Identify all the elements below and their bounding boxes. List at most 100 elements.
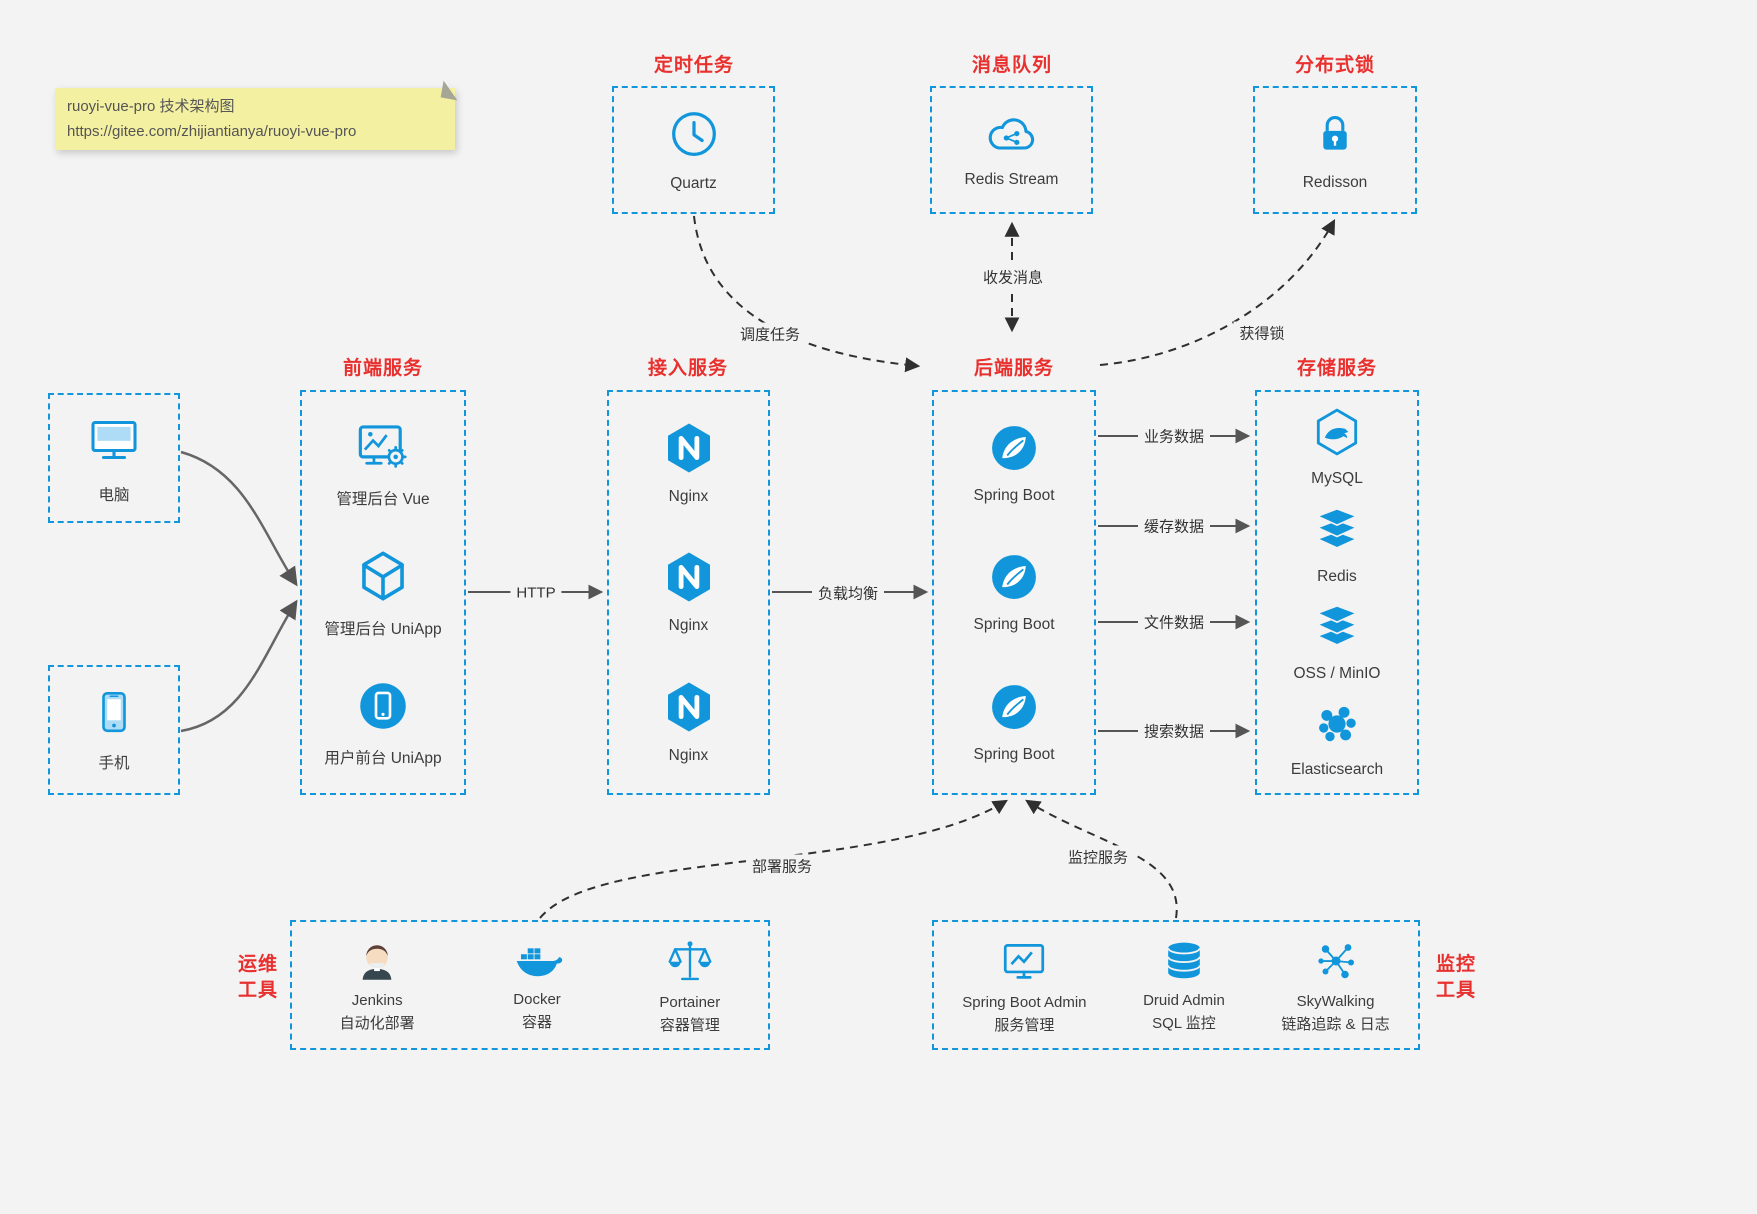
storage-item-label: Redis bbox=[1317, 567, 1357, 585]
spring-leaf-icon bbox=[987, 680, 1041, 739]
gateway-item-label: Nginx bbox=[668, 487, 709, 505]
frontend-title: 前端服务 bbox=[342, 358, 424, 379]
spring-leaf-icon bbox=[987, 421, 1041, 480]
storage-title: 存储服务 bbox=[1296, 358, 1378, 379]
edge-get-lock bbox=[1099, 219, 1336, 366]
jenkins-butler-icon bbox=[354, 938, 400, 989]
docker-whale-icon bbox=[510, 939, 564, 988]
monitoring-title-line2: 工具 bbox=[1435, 980, 1477, 1001]
frontend-admin-uniapp-node: 管理后台 UniApp bbox=[324, 547, 442, 639]
edge-label-file-data: 文件数据 bbox=[1137, 610, 1211, 634]
note-title: ruoyi-vue-pro 技术架构图 bbox=[67, 98, 235, 115]
tool-name: Druid Admin bbox=[1143, 991, 1225, 1009]
mq-item-label: Redis Stream bbox=[964, 170, 1059, 188]
tool-name: Docker bbox=[513, 990, 561, 1008]
tool-name: Spring Boot Admin bbox=[962, 993, 1087, 1011]
note-fold-corner bbox=[440, 80, 461, 101]
lock-box: Redisson bbox=[1253, 86, 1417, 214]
spring-boot-node: Spring Boot bbox=[974, 550, 1055, 634]
mysql-node: MySQL bbox=[1311, 406, 1363, 488]
storage-box: MySQL Redis bbox=[1255, 390, 1419, 795]
druid-admin-node: Druid Admin SQL 监控 bbox=[1143, 938, 1225, 1033]
backend-title: 后端服务 bbox=[973, 358, 1055, 379]
mq-title: 消息队列 bbox=[971, 55, 1053, 76]
nginx-icon bbox=[661, 679, 717, 740]
spring-boot-admin-node: Spring Boot Admin 服务管理 bbox=[962, 936, 1087, 1035]
nginx-node: Nginx bbox=[661, 420, 717, 506]
monitoring-title-line1: 监控 bbox=[1435, 954, 1477, 975]
pc-client-box: 电脑 bbox=[48, 393, 180, 523]
storage-item-label: Elasticsearch bbox=[1290, 761, 1384, 779]
edge-label-biz-data: 业务数据 bbox=[1137, 424, 1211, 448]
backend-item-label: Spring Boot bbox=[973, 616, 1055, 634]
tool-name: Portainer bbox=[659, 993, 721, 1011]
backend-box: Spring Boot Spring Boot Spring Boot bbox=[932, 390, 1096, 795]
ops-tools-box: Jenkins 自动化部署 Docker 容器 bbox=[290, 920, 770, 1050]
edge-label-message: 收发消息 bbox=[976, 265, 1050, 289]
scheduler-item-label: Quartz bbox=[670, 174, 717, 192]
oss-minio-node: OSS / MinIO bbox=[1294, 601, 1381, 683]
skywalking-node: SkyWalking 链路追踪 & 日志 bbox=[1281, 937, 1390, 1034]
jenkins-node: Jenkins 自动化部署 bbox=[340, 938, 415, 1033]
portainer-node: Portainer 容器管理 bbox=[659, 936, 720, 1035]
ops-title-line1: 运维 bbox=[237, 954, 279, 975]
storage-item-label: MySQL bbox=[1311, 469, 1363, 487]
edge-pc-frontend bbox=[180, 450, 298, 587]
ops-tools-title: 运维 工具 bbox=[238, 952, 278, 1004]
elasticsearch-cluster-icon bbox=[1312, 699, 1362, 754]
spring-boot-node: Spring Boot bbox=[974, 421, 1055, 505]
redis-stack-icon bbox=[1311, 504, 1363, 561]
edge-label-get-lock: 获得锁 bbox=[1233, 321, 1291, 345]
edge-deploy bbox=[539, 799, 1008, 919]
lock-icon bbox=[1310, 109, 1360, 164]
scheduler-title: 定时任务 bbox=[653, 55, 735, 76]
tool-desc: 链路追踪 & 日志 bbox=[1281, 1015, 1390, 1033]
edge-label-monitor: 监控服务 bbox=[1061, 845, 1135, 869]
monitoring-tools-title: 监控 工具 bbox=[1436, 952, 1476, 1004]
edge-label-http: HTTP bbox=[510, 583, 562, 603]
elasticsearch-node: Elasticsearch bbox=[1291, 699, 1383, 779]
mysql-icon bbox=[1311, 406, 1363, 463]
frontend-admin-vue-node: 管理后台 Vue bbox=[336, 417, 430, 509]
mobile-app-circle-icon bbox=[355, 678, 411, 739]
frontend-item-label: 用户前台 UniApp bbox=[324, 749, 442, 767]
mobile-client-label: 手机 bbox=[98, 754, 130, 772]
gateway-item-label: Nginx bbox=[668, 617, 709, 635]
storage-item-label: OSS / MinIO bbox=[1293, 665, 1381, 683]
desktop-icon bbox=[86, 412, 142, 473]
edge-label-schedule: 调度任务 bbox=[733, 322, 807, 346]
lock-item-label: Redisson bbox=[1302, 173, 1368, 191]
tool-desc: 容器管理 bbox=[659, 1016, 720, 1034]
nginx-icon bbox=[661, 420, 717, 481]
edge-schedule bbox=[693, 215, 921, 373]
gateway-item-label: Nginx bbox=[668, 747, 709, 765]
admin-console-gear-icon bbox=[354, 417, 412, 480]
database-cylinder-icon bbox=[1161, 938, 1207, 989]
uniapp-cube-icon bbox=[354, 547, 412, 610]
clock-icon bbox=[668, 108, 720, 165]
tool-name: Jenkins bbox=[351, 991, 403, 1009]
network-graph-icon bbox=[1312, 937, 1360, 990]
scheduler-box: Quartz bbox=[612, 86, 775, 214]
gateway-title: 接入服务 bbox=[647, 358, 729, 379]
spring-leaf-icon bbox=[987, 550, 1041, 609]
ops-title-line2: 工具 bbox=[237, 980, 279, 1001]
phone-icon bbox=[90, 688, 138, 741]
cloud-stream-icon bbox=[984, 112, 1040, 161]
frontend-item-label: 管理后台 UniApp bbox=[324, 621, 442, 639]
monitoring-tools-box: Spring Boot Admin 服务管理 Druid Admin SQL 监… bbox=[932, 920, 1420, 1050]
backend-item-label: Spring Boot bbox=[973, 486, 1055, 504]
spring-boot-node: Spring Boot bbox=[974, 680, 1055, 764]
edge-label-cache-data: 缓存数据 bbox=[1137, 514, 1211, 538]
tool-desc: SQL 监控 bbox=[1152, 1014, 1216, 1032]
nginx-node: Nginx bbox=[661, 679, 717, 765]
tool-desc: 自动化部署 bbox=[339, 1014, 415, 1032]
nginx-icon bbox=[661, 549, 717, 610]
edge-label-deploy: 部署服务 bbox=[745, 854, 819, 878]
frontend-item-label: 管理后台 Vue bbox=[336, 491, 430, 509]
monitor-chart-icon bbox=[999, 936, 1049, 991]
tool-desc: 容器 bbox=[522, 1013, 553, 1031]
frontend-box: 管理后台 Vue 管理后台 UniApp 用户前台 UniApp bbox=[300, 390, 466, 795]
tool-name: SkyWalking bbox=[1296, 992, 1375, 1010]
